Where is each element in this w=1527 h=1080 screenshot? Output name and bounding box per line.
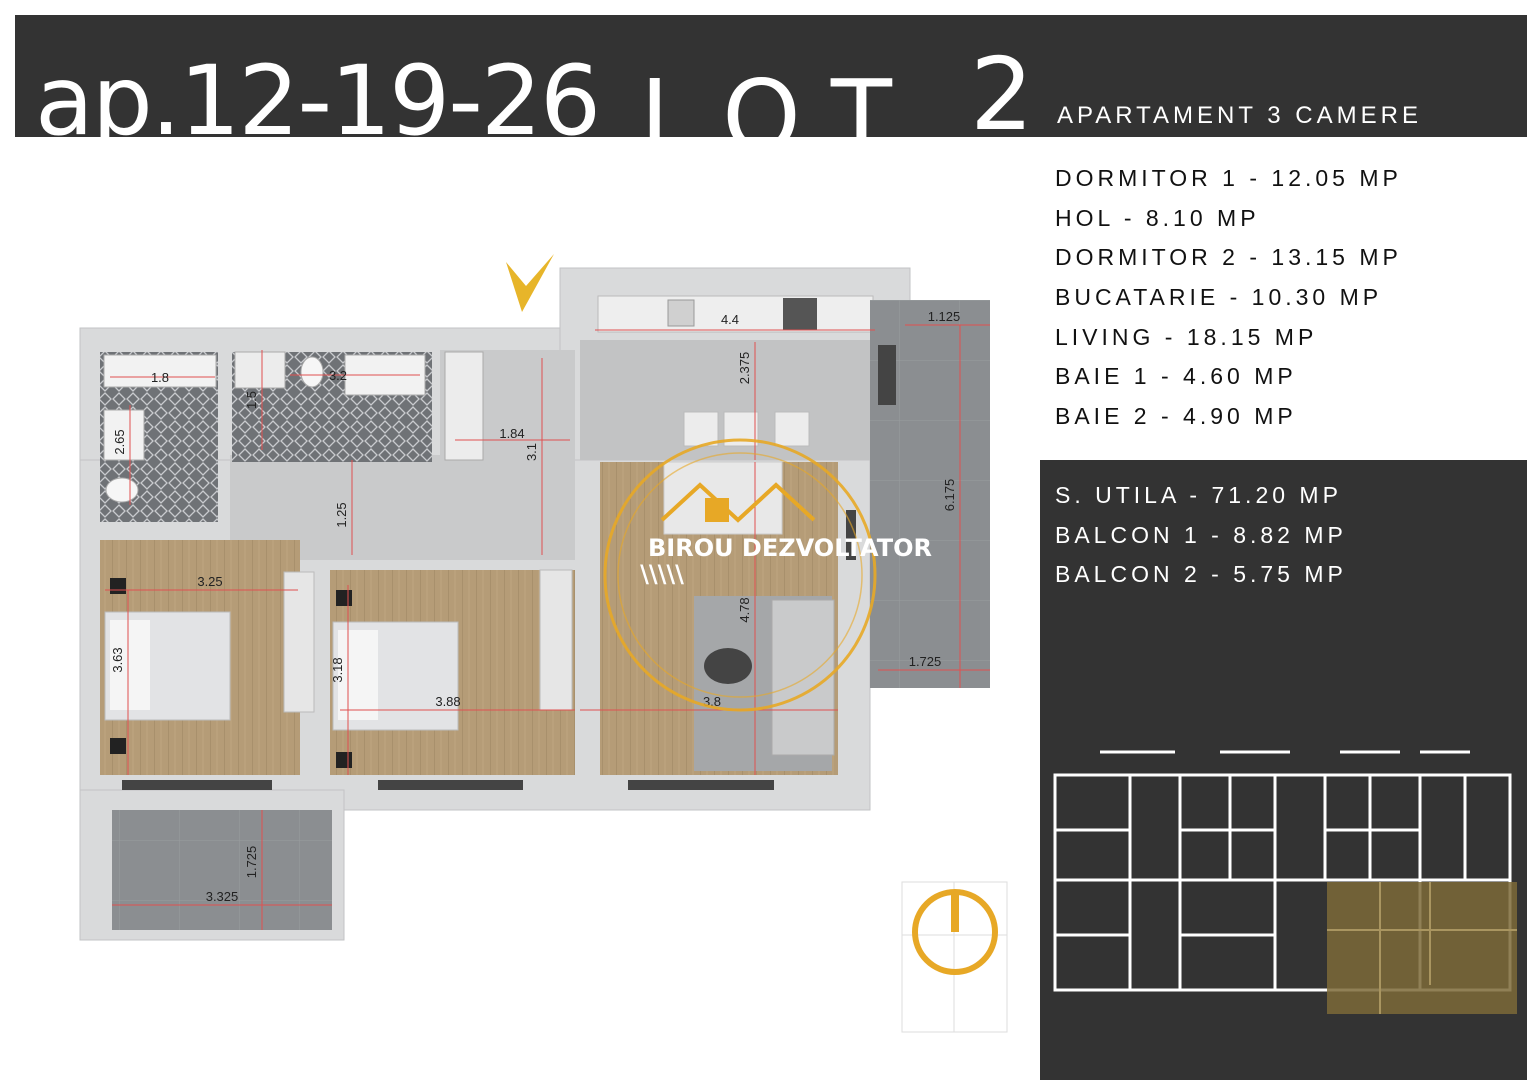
dimension-labels: 1.8 2.65 3.2 1.5 1.84 3.1 1.25 4.4 2.375… <box>110 309 960 904</box>
lot-number: 2 <box>970 36 1034 138</box>
room-area-item: LIVING - 18.15 MP <box>1055 323 1318 350</box>
dim-balcony1-width-lower: 1.725 <box>909 654 942 669</box>
dim-kitchen-width: 4.4 <box>721 312 739 327</box>
totals-list: S. UTILA - 71.20 MP BALCON 1 - 8.82 MP B… <box>1055 478 1347 597</box>
dim-hall-height: 3.1 <box>524 443 539 461</box>
shower-icon <box>234 351 286 389</box>
room-area-item: BAIE 1 - 4.60 MP <box>1055 363 1297 390</box>
dim-bath1-height: 2.65 <box>112 429 127 454</box>
dim-bedroom2-width: 3.88 <box>435 694 460 709</box>
dimension-lines <box>105 324 990 930</box>
wardrobe-icon <box>539 569 573 711</box>
kitchen-counter <box>597 295 874 333</box>
apartment-code: ap.12-19-26 <box>35 45 601 137</box>
wardrobe-icon <box>283 571 315 713</box>
totals-item: S. UTILA - 71.20 MP <box>1055 482 1342 508</box>
entrance-arrow-icon <box>506 254 554 312</box>
vanity-icon <box>103 409 145 461</box>
nightstand-icon <box>336 590 352 606</box>
dim-living-height: 4.78 <box>737 597 752 622</box>
compass-icon <box>901 881 1008 1033</box>
dim-bedroom2-height: 3.18 <box>330 657 345 682</box>
chair-icon <box>683 411 719 447</box>
nightstand-icon <box>336 752 352 768</box>
sofa-icon <box>771 599 835 756</box>
dim-balcony2-height: 1.725 <box>244 846 259 879</box>
bathtub-icon <box>103 354 217 388</box>
dim-bedroom1-width: 3.25 <box>197 574 222 589</box>
dim-bath2-width: 3.2 <box>329 368 347 383</box>
coffee-table-icon <box>704 648 752 684</box>
toilet-icon <box>300 356 324 388</box>
dim-balcony1-height: 6.175 <box>942 479 957 512</box>
highlighted-unit-walls <box>1327 882 1517 1014</box>
watermark-text: BIROU DEZVOLTATOR <box>648 534 932 562</box>
highlighted-unit <box>1327 882 1517 1014</box>
room-area-item: DORMITOR 2 - 13.15 MP <box>1055 244 1402 271</box>
toilet-icon <box>105 477 139 503</box>
room-area-item: BUCATARIE - 10.30 MP <box>1055 284 1383 311</box>
windows <box>122 345 896 790</box>
cooktop-icon <box>783 298 817 330</box>
totals-item: BALCON 2 - 5.75 MP <box>1055 561 1347 587</box>
watermark-marks: \\\\\ <box>640 560 684 588</box>
window-grid-icon <box>705 498 729 522</box>
dim-hall-width: 1.84 <box>499 426 524 441</box>
pillow-icon <box>110 620 150 710</box>
house-roof-icon <box>660 482 816 523</box>
chair-icon <box>774 411 810 447</box>
nightstand-icon <box>110 738 126 754</box>
room-area-list: DORMITOR 1 - 12.05 MP HOL - 8.10 MP DORM… <box>1055 162 1402 440</box>
dim-bath2-height: 1.5 <box>244 391 259 409</box>
apartment-type: APARTAMENT 3 CAMERE <box>1057 102 1422 129</box>
dim-kitchen-height: 2.375 <box>737 352 752 385</box>
balcony-2-floor <box>112 810 332 930</box>
room-area-item: BAIE 2 - 4.90 MP <box>1055 403 1297 430</box>
nightstand-icon <box>110 578 126 594</box>
pillow-icon <box>338 630 378 720</box>
dim-balcony2-width: 3.325 <box>206 889 239 904</box>
dim-hall-lower-height: 1.25 <box>334 502 349 527</box>
room-area-item: HOL - 8.10 MP <box>1055 204 1260 231</box>
dim-bedroom1-height: 3.63 <box>110 647 125 672</box>
totals-item: BALCON 1 - 8.82 MP <box>1055 521 1347 548</box>
dim-balcony1-width: 1.125 <box>928 309 961 324</box>
wardrobe-icon <box>444 351 484 461</box>
watermark: BIROU DEZVOLTATOR \\\\\ <box>603 438 932 712</box>
dim-bath1-width: 1.8 <box>151 370 169 385</box>
room-area-item: DORMITOR 1 - 12.05 MP <box>1055 165 1402 191</box>
sink-icon <box>667 299 695 327</box>
header-bar: ap.12-19-26 LOT 2 APARTAMENT 3 CAMERE <box>15 15 1527 137</box>
lot-label: LOT <box>640 58 922 138</box>
